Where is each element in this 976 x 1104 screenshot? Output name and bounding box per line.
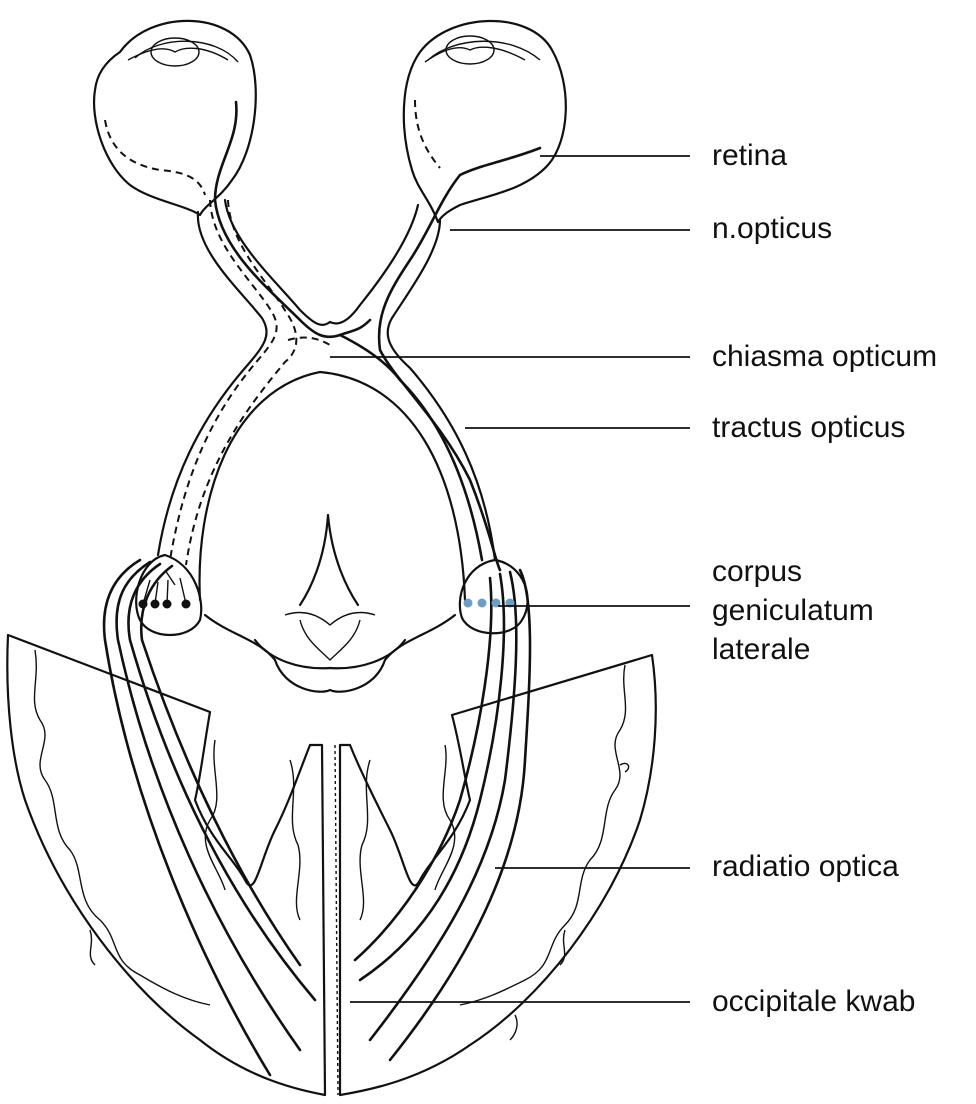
left-optic-radiation xyxy=(102,558,317,1077)
label-chiasma-opticum: chiasma opticum xyxy=(712,340,938,373)
label-corpus: corpus xyxy=(712,555,803,588)
label-retina: retina xyxy=(712,139,788,172)
occipital-lobes xyxy=(6,633,657,1097)
label-radiatio-optica: radiatio optica xyxy=(712,850,899,883)
blue-visual-pathway xyxy=(213,100,542,1062)
optic-nerves-chiasm-tracts xyxy=(156,198,497,602)
lgn-neuron-dot xyxy=(463,598,473,608)
midbrain xyxy=(135,513,529,693)
leader-lines xyxy=(330,155,690,1003)
label-laterale: laterale xyxy=(712,633,811,666)
lgn-neuron-dot xyxy=(477,598,487,608)
left-eye xyxy=(93,19,257,217)
label-tractus-opticus: tractus opticus xyxy=(712,411,906,444)
right-eye xyxy=(402,19,567,224)
label-n-opticus: n.opticus xyxy=(712,212,833,245)
label-occipitale-kwab: occipitale kwab xyxy=(712,985,916,1018)
label-geniculatum: geniculatum xyxy=(712,594,874,627)
